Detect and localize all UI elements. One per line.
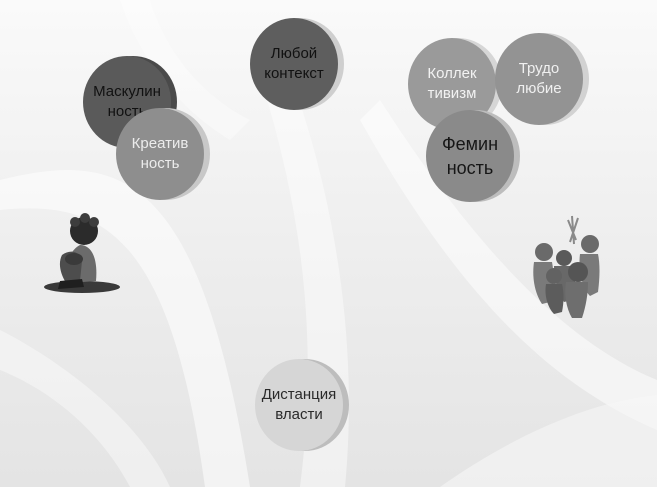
cylinder-shape [116,108,210,200]
node-label: Коллек тивизм [427,64,477,102]
node-label: Трудо любие [516,59,562,97]
cylinder-shape [408,38,502,130]
cylinder-shape [495,33,589,125]
node-label: Дистанция власти [261,385,337,423]
node-kreativnost: Креатив ность [114,107,214,207]
sitting-child-icon [44,213,120,293]
node-lyuboy-kontekst: Любой контекст [248,17,348,117]
node-label: Любой контекст [264,44,324,82]
node-label: Креатив ность [131,134,189,172]
group-of-people-icon [533,215,600,318]
cylinder-shape [255,359,349,451]
node-kollektivizm: Коллек тивизм [406,37,506,137]
node-trudolyubie: Трудо любие [493,32,593,132]
cylinder-shape [426,110,520,202]
node-femininnost: Фемин ность [424,109,524,209]
node-distantsiya-vlasti: Дистанция власти [253,358,353,458]
cylinder-shape [250,18,344,110]
node-label: Фемин ность [441,133,499,178]
